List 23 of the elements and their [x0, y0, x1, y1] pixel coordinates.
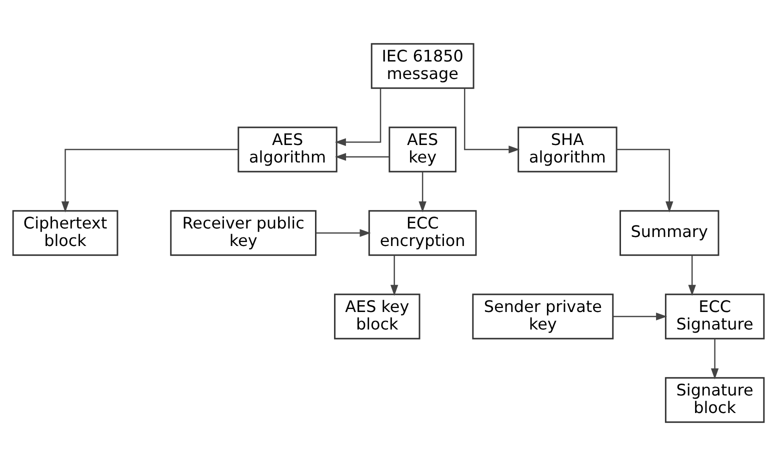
node-box: IEC 61850 message: [370, 43, 474, 89]
arrow: [418, 172, 426, 212]
arrow: [464, 88, 520, 154]
node-box: Ciphertext block: [12, 210, 118, 256]
arrow: [334, 153, 390, 161]
node-box: Summary: [620, 210, 720, 256]
node-box: ECC encryption: [368, 210, 477, 256]
node-box: Signature block: [664, 377, 765, 423]
arrow: [61, 148, 238, 212]
node-box: AES algorithm: [238, 126, 338, 172]
node-box: Sender private key: [472, 294, 614, 340]
arrow: [390, 255, 398, 296]
arrow: [688, 255, 696, 296]
arrow: [613, 312, 668, 320]
node-box: AES key: [388, 126, 456, 172]
node-box: SHA algorithm: [518, 126, 618, 172]
arrow: [334, 88, 382, 146]
node-box: AES key block: [334, 294, 420, 340]
node-box: ECC Signature: [664, 294, 765, 340]
node-box: Receiver public key: [170, 210, 316, 256]
arrow: [316, 229, 371, 237]
arrow: [710, 338, 719, 380]
arrow: [616, 148, 674, 212]
